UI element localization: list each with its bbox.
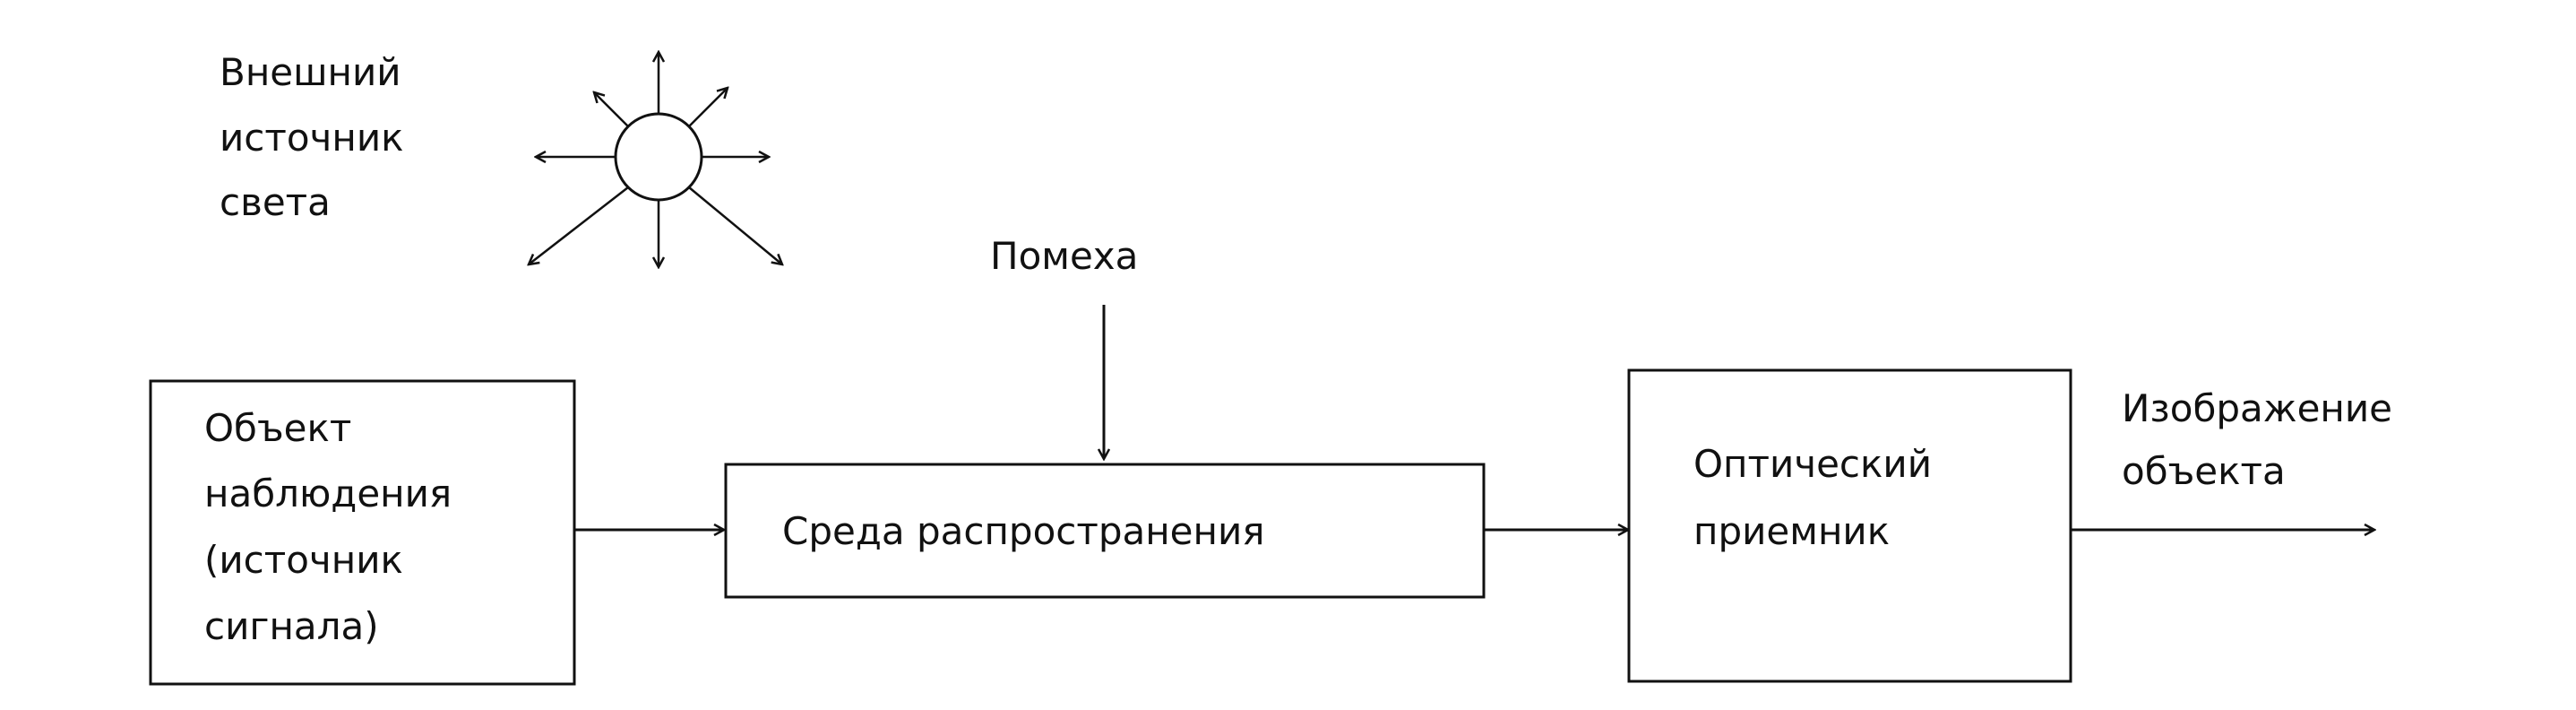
- medium-label: Среда распространения: [782, 509, 1265, 553]
- observed-object-label-line-2: наблюдения: [204, 472, 452, 515]
- light-source-icon: [529, 52, 782, 267]
- ray-up-right-icon: [688, 88, 728, 127]
- ray-up-left-icon: [594, 92, 629, 127]
- output-label-line-1: Изображение: [2122, 386, 2392, 430]
- light-source: Внешний источник света: [220, 50, 782, 267]
- output: Изображение объекта: [2071, 386, 2392, 530]
- receiver-box: [1627, 368, 2072, 683]
- observed-object-box: [149, 379, 576, 686]
- receiver-block: Оптический приемник: [1627, 368, 2072, 683]
- observed-object-label-line-3: (источник: [204, 538, 403, 582]
- ray-down-right-icon: [688, 186, 782, 264]
- light-source-label-line-1: Внешний: [220, 50, 401, 94]
- ray-down-left-icon: [529, 186, 629, 264]
- noise: Помеха: [990, 234, 1138, 459]
- observed-object-label-line-4: сигнала): [204, 604, 379, 648]
- medium-block: Среда распространения: [724, 463, 1486, 599]
- light-source-label-line-2: источник: [220, 116, 404, 160]
- observed-object-block: Объект наблюдения (источник сигнала): [149, 379, 576, 686]
- receiver-label-line-1: Оптический: [1693, 442, 1932, 486]
- noise-label: Помеха: [990, 234, 1138, 278]
- light-source-circle: [614, 112, 703, 202]
- light-source-label-line-3: света: [220, 180, 331, 224]
- receiver-label-line-2: приемник: [1693, 509, 1890, 553]
- observed-object-label-line-1: Объект: [204, 406, 351, 450]
- output-label-line-2: объекта: [2122, 449, 2286, 493]
